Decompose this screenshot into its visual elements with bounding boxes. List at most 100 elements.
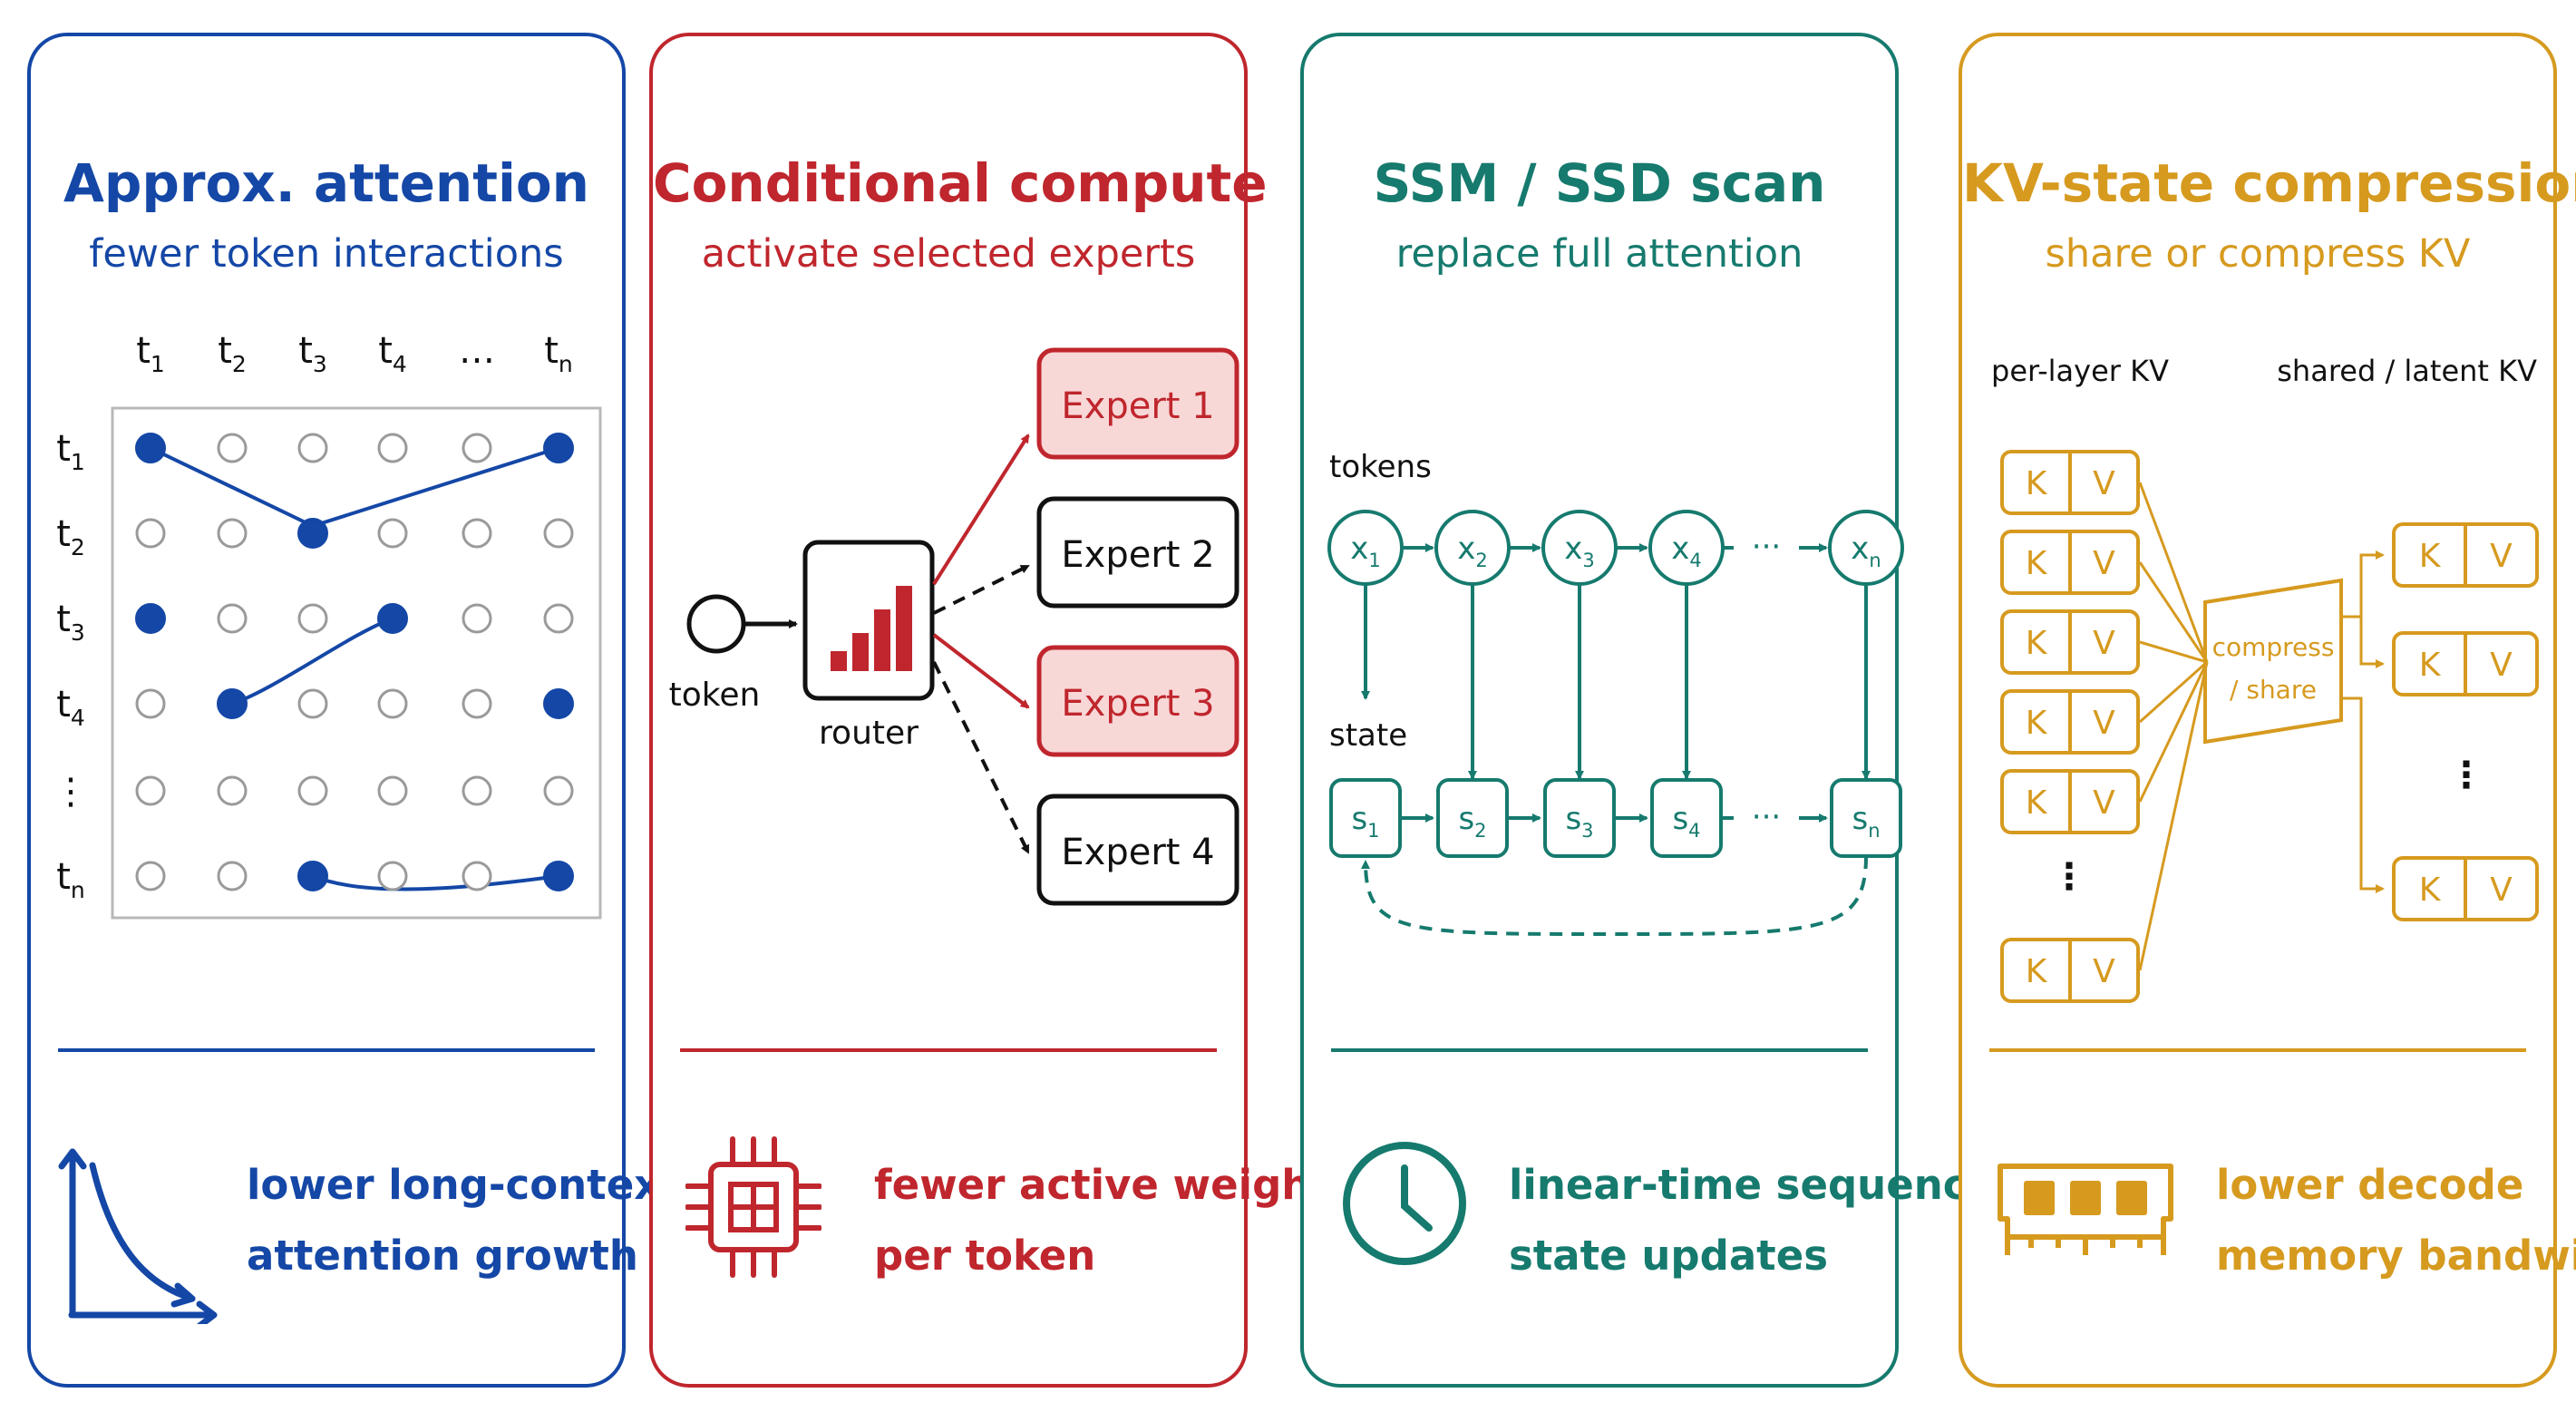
router-box [802,540,935,701]
link-line [312,874,559,891]
inactive-cell [135,861,166,891]
footer-line-2: memory bandwidth [2216,1232,2576,1280]
token-node-label: xn [1851,531,1881,571]
per-layer-kv-label: per-layer KV [1991,354,2169,388]
panel-footer: fewer active weights per token [874,1150,1355,1291]
shared-latent-kv-label: shared / latent KV [2277,354,2537,388]
token-label: token [669,677,761,714]
vertical-ellipsis: ⋮ [2051,856,2087,898]
k-label: K [2026,953,2048,990]
footer-line-1: lower long-context [247,1161,680,1209]
state-node [1650,778,1723,858]
expert-label: Expert 1 [1061,385,1214,427]
kv-compression-diagram: per-layer KV shared / latent KV compress… [1991,354,2539,1003]
token-node-label: x1 [1350,531,1381,571]
expert-label: Expert 2 [1061,534,1214,576]
output-arrow [2341,615,2385,668]
k-label: K [2026,784,2048,822]
token-node-label: x2 [1457,531,1488,571]
footer-line-1: linear-time sequence [1509,1161,1995,1209]
row-label: t4 [56,684,85,731]
divider [58,1048,595,1052]
router-label: router [819,715,919,752]
inactive-cell [297,433,328,463]
panel-subtitle: replace full attention [1395,231,1803,277]
state-node-label: s1 [1351,801,1379,842]
v-label: V [2093,705,2115,742]
inactive-cell [377,433,408,463]
compress-label-1: compress [2212,632,2335,662]
inactive-cell [462,861,492,891]
v-label: V [2490,647,2513,684]
inactive-cell [135,518,166,549]
panel-ssm-scan: SSM / SSD scan replace full attention to… [1300,33,1995,1388]
decay-curve-icon [58,1148,218,1324]
state-ellipsis: ··· [1752,799,1781,835]
column-label: t1 [136,330,165,377]
state-node [1830,778,1902,858]
column-label: t3 [298,330,327,377]
token-node-label: x4 [1671,531,1702,571]
k-label: K [2419,647,2442,684]
v-label: V [2093,625,2115,662]
active-cell [297,518,328,549]
panel-footer: lower long-context attention growth [247,1150,680,1291]
inactive-cell [377,688,408,719]
divider [680,1048,1217,1052]
inactive-cell [297,775,328,806]
link-line [231,617,394,706]
clock-icon [1343,1142,1466,1265]
inactive-cell [135,688,166,719]
route-arrow-expert-3 [932,633,1030,709]
feed-line [2139,640,2208,664]
inactive-cell [543,603,574,634]
expert-1: Expert 1 [1036,347,1239,460]
panel-conditional-compute: Conditional compute activate selected ex… [649,33,1355,1388]
active-cell [543,433,574,463]
feed-line [2138,661,2209,803]
memory-module-icon [1998,1164,2173,1255]
v-label: V [2490,872,2513,909]
inactive-cell [462,688,492,719]
panel-subtitle: fewer token interactions [89,231,564,277]
active-cell [135,603,166,634]
output-arrow [2341,696,2385,893]
v-label: V [2093,953,2115,990]
inactive-cell [217,433,248,463]
v-label: V [2093,784,2115,822]
panel-subtitle: share or compress KV [2045,231,2471,277]
route-arrow-expert-4 [932,661,1030,854]
token-node [1541,510,1618,586]
panel-title: SSM / SSD scan [1373,152,1826,214]
k-label: K [2026,545,2048,582]
k-label: K [2026,625,2048,662]
divider [1331,1048,1868,1052]
tokens-label: tokens [1329,449,1432,485]
column-label: t2 [218,330,247,377]
footer-line-2: per token [874,1232,1096,1280]
feed-line [2139,660,2208,724]
token-node-label: x3 [1564,531,1595,571]
moe-router-diagram: token router Expert 1 Expert 2 Expert 3 … [669,347,1239,906]
inactive-cell [377,518,408,549]
expert-label: Expert 3 [1061,683,1214,725]
recurrence-loop [1361,855,1868,936]
route-arrow-expert-2 [933,564,1030,615]
inactive-cell [462,603,492,634]
inactive-cell [377,775,408,806]
matrix-frame [111,406,602,920]
active-cell [135,433,166,463]
panel-subtitle: activate selected experts [701,231,1196,277]
expert-label: Expert 4 [1061,832,1214,873]
expert-2: Expert 2 [1036,496,1239,609]
active-cell [543,688,574,719]
token-node [1434,510,1511,586]
